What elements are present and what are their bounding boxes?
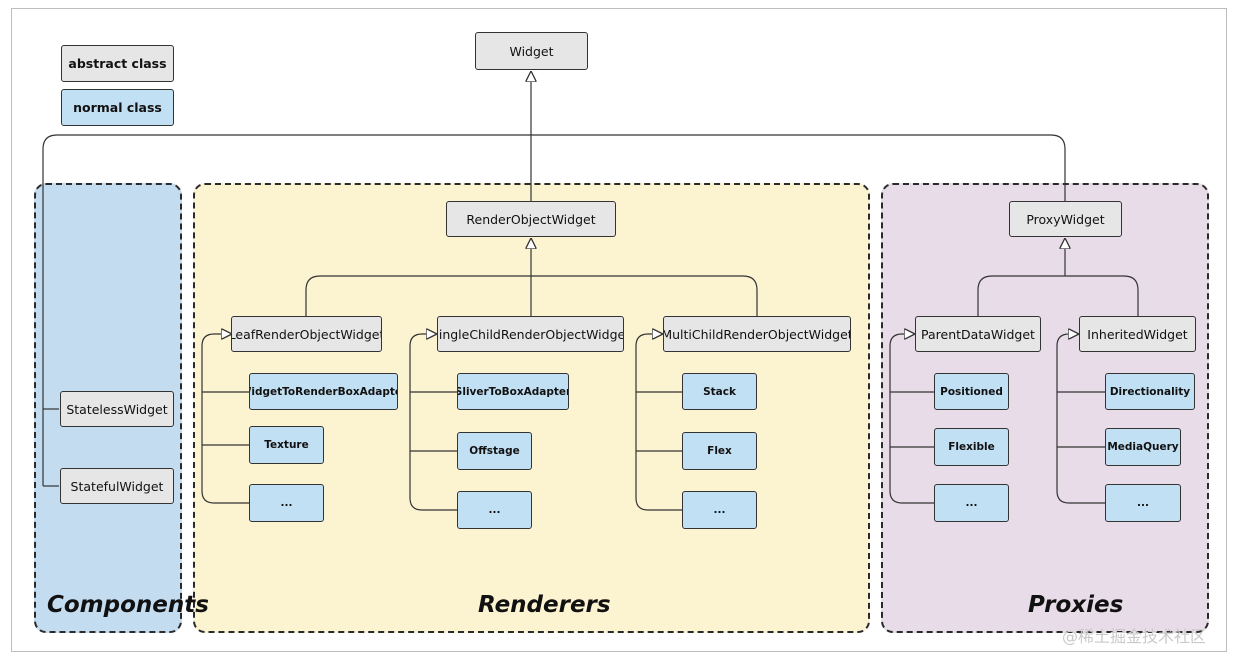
leaf-render-object-widget-node: LeafRenderObjectWidget [231,316,382,352]
stateless-widget-node: StatelessWidget [60,391,174,427]
proxy-widget-node: ProxyWidget [1009,201,1122,237]
inherited-more-node: ... [1105,484,1181,522]
directionality-node: Directionality [1105,373,1195,410]
multi-child-render-object-widget-node: MultiChildRenderObjectWidget [663,316,851,352]
watermark: @稀土掘金技术社区 [1062,627,1207,646]
widget-to-render-box-adapter-node: WidgetToRenderBoxAdapter [249,373,398,410]
parentdata-more-node: ... [934,484,1009,522]
legend-normal-class: normal class [61,89,174,126]
texture-node: Texture [249,426,324,464]
legend-abstract-class: abstract class [61,45,174,82]
sliver-to-box-adapter-node: SliverToBoxAdapter [457,373,569,410]
parent-data-widget-node: ParentDataWidget [915,316,1041,352]
widget-node: Widget [475,32,588,70]
single-more-node: ... [457,491,532,529]
media-query-node: MediaQuery [1105,428,1181,466]
leaf-more-node: ... [249,484,324,522]
flexible-node: Flexible [934,428,1009,466]
flex-node: Flex [682,432,757,470]
diagram-frame [11,8,1227,652]
render-object-widget-node: RenderObjectWidget [446,201,616,237]
proxies-title: Proxies [1028,592,1124,618]
components-title: Components [47,592,209,618]
stateful-widget-node: StatefulWidget [60,468,174,504]
positioned-node: Positioned [934,373,1009,410]
single-child-render-object-widget-node: SingleChildRenderObjectWidget [437,316,624,352]
multi-more-node: ... [682,491,757,529]
stack-node: Stack [682,373,757,410]
renderers-title: Renderers [478,592,611,618]
inherited-widget-node: InheritedWidget [1079,316,1196,352]
offstage-node: Offstage [457,432,532,470]
